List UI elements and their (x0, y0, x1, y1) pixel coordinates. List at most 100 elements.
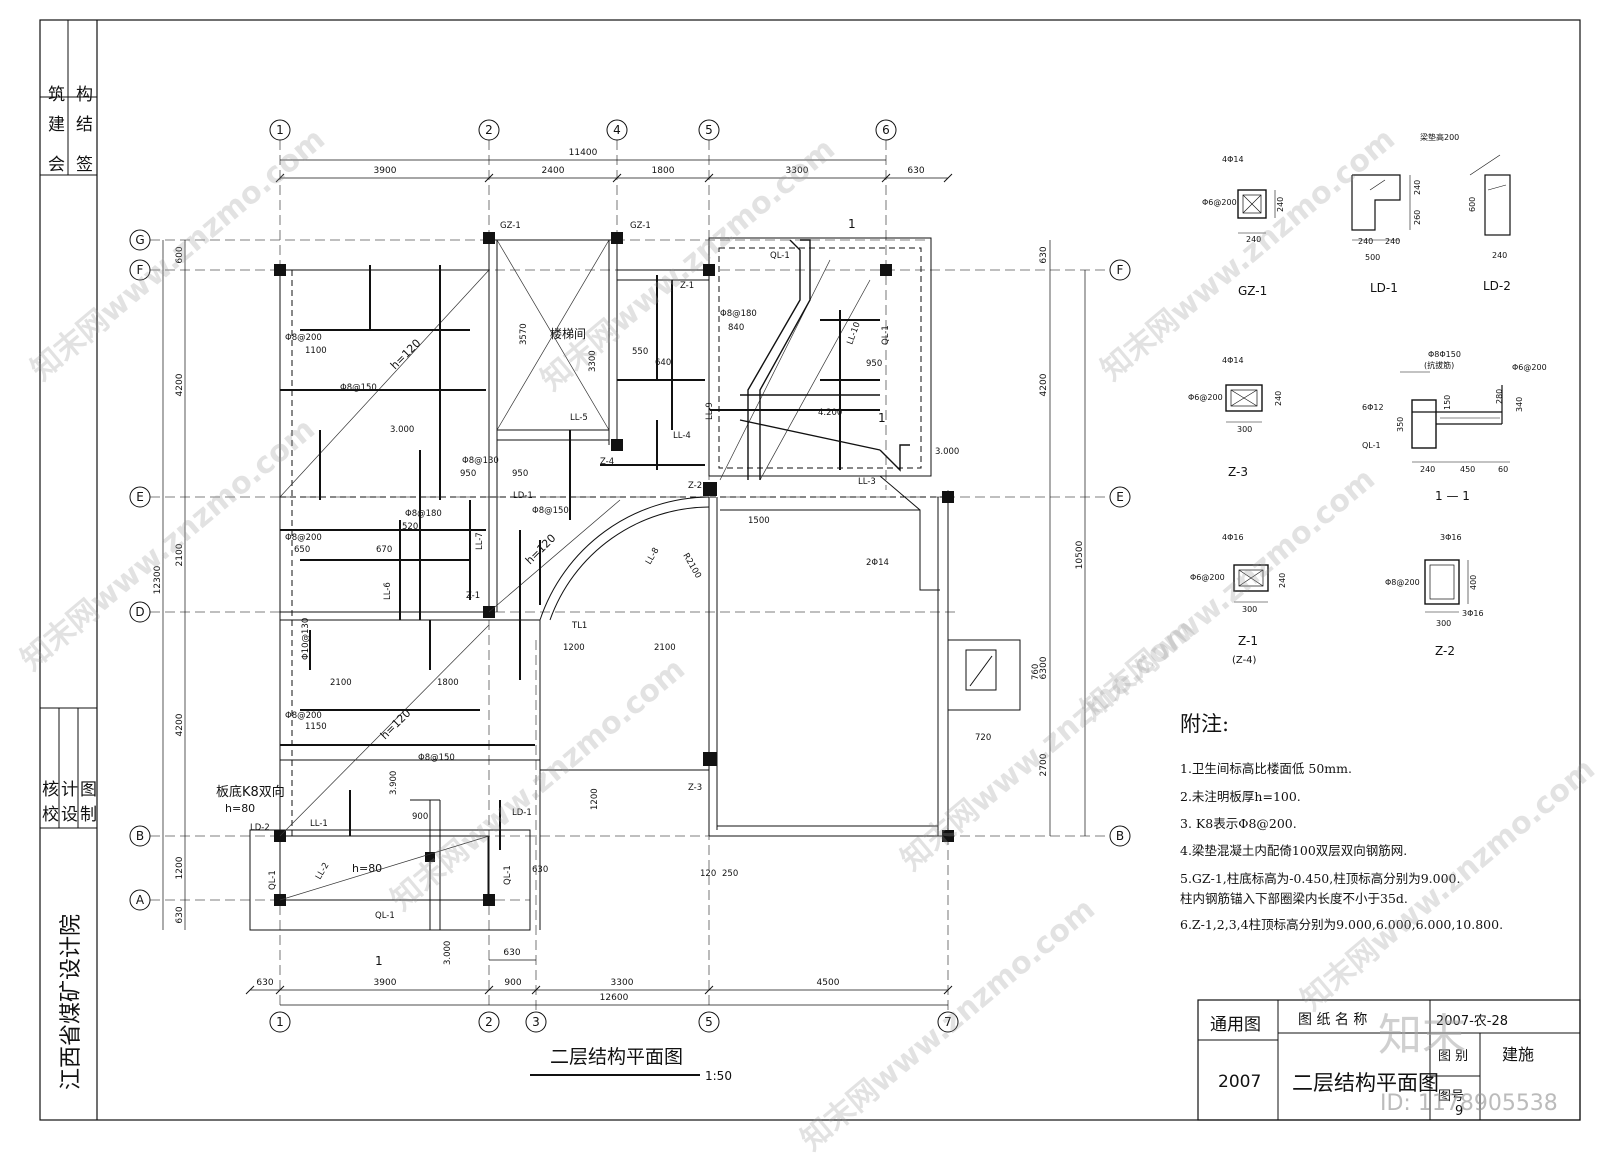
countersign-label: 构 (76, 85, 93, 105)
sheet-frame (39, 19, 1581, 1121)
dim-bottom-span: 4500 (817, 978, 840, 988)
label-ll8: LL-8 (644, 546, 662, 566)
detail-z1 (1233, 564, 1269, 603)
note-item: 2.未注明板厚h=100. (1180, 789, 1301, 804)
check-label: 设 (61, 805, 78, 825)
label-rebar: Φ8@150 (532, 506, 569, 516)
ld1-top: 梁垫高200 (1420, 132, 1459, 142)
label-ll6: LL-6 (383, 582, 393, 600)
institute-name: 江西省煤矿设计院 (59, 914, 84, 1090)
label-dim: 900 (412, 812, 428, 822)
z3-stirrup: Φ6@200 (1188, 393, 1223, 402)
tb-watermark-id: ID: 1178905538 (1380, 1091, 1558, 1116)
label-rebar: Φ8@200 (285, 533, 322, 543)
detail-section-11-text: Φ8Φ150 (抗拔筋) Φ6@200 6Φ12 QL-1 240 450 60… (1362, 350, 1547, 503)
stair-beams (739, 239, 910, 480)
label-rebar: Φ8@180 (405, 509, 442, 519)
dim-right-span: 10500 (1075, 540, 1085, 569)
label-dim: 1500 (748, 516, 770, 526)
label-ql1: QL-1 (503, 865, 513, 885)
detail-z3 (1225, 384, 1263, 423)
sec11-d1: 240 (1420, 465, 1435, 474)
tb-logo: 知末 (1378, 1010, 1466, 1061)
tb-name: 二层结构平面图 (1292, 1071, 1439, 1095)
sec11-d3: 60 (1498, 465, 1508, 474)
sec11-stirrup: Φ6@200 (1512, 363, 1547, 372)
axis-left-label: F (137, 263, 144, 277)
dim-right-span: 2700 (1039, 753, 1049, 776)
z3-bars: 4Φ14 (1222, 356, 1244, 365)
sec11-d4: 350 (1396, 417, 1405, 432)
ld1-d1: 240 (1358, 237, 1373, 246)
note-item: 6.Z-1,2,3,4柱顶标高分别为9.000,6.000,6.000,10.8… (1180, 917, 1504, 932)
tb-sheet-no: 9 (1455, 1104, 1463, 1119)
dim-bottom-span: 900 (504, 978, 521, 988)
z2-bars-top: 3Φ16 (1440, 533, 1462, 542)
label-radius: R2100 (680, 552, 702, 581)
axis-left-label: B (136, 829, 144, 843)
dimension-ticks (245, 173, 953, 995)
label-dim: 720 (975, 733, 991, 743)
z1-sub: (Z-4) (1232, 655, 1257, 666)
label-dim: 2100 (654, 643, 676, 653)
label-h80b: h=80 (352, 862, 382, 875)
dim-top-span: 3900 (374, 166, 397, 176)
ld1-d4: 240 (1413, 180, 1422, 195)
countersign-label: 结 (76, 115, 93, 135)
z2-h: 400 (1469, 575, 1478, 590)
label-dim: 760 (1031, 664, 1041, 680)
label-ll1: LL-1 (310, 819, 328, 829)
label-z3: Z-3 (688, 783, 702, 793)
label-elev: 3.000 (443, 941, 453, 965)
dim-top-span: 2400 (542, 166, 565, 176)
label-elev: 3.000 (390, 425, 414, 435)
dim-bottom-extra: 630 (503, 948, 520, 958)
label-tl1: TL1 (571, 621, 587, 631)
countersign-label: 建 (48, 115, 65, 135)
axis-left-label: E (136, 490, 144, 504)
dim-bottom-span: 630 (256, 978, 273, 988)
label-ql1: QL-1 (881, 325, 891, 345)
note-item: 4.梁垫混凝土内配倚100双层双向钢筋网. (1180, 843, 1408, 858)
drawing-scale: 1:50 (705, 1069, 732, 1083)
axis-right-label: E (1116, 490, 1124, 504)
dim-bottom-span: 3900 (374, 978, 397, 988)
gz1-bars: 4Φ14 (1222, 155, 1244, 164)
label-ld2: LD-2 (250, 823, 270, 833)
z3-h: 240 (1274, 391, 1283, 406)
axis-right-label: B (1116, 829, 1124, 843)
sec11-bars: 6Φ12 (1362, 403, 1384, 412)
axis-top-label: 5 (705, 123, 713, 137)
gz1-w: 240 (1246, 235, 1261, 244)
label-ql1: QL-1 (770, 251, 790, 261)
tb-category-label: 图 别 (1438, 1049, 1468, 1064)
drawing-title: 二层结构平面图 (550, 1046, 683, 1068)
axis-top-label: 1 (276, 123, 284, 137)
check-label: 制 (80, 805, 97, 825)
dim-left-span: 2100 (175, 543, 185, 566)
axis-bottom-label: 1 (276, 1015, 284, 1029)
check-label: 计 (61, 780, 78, 800)
z2-stirrup: Φ8@200 (1385, 578, 1420, 587)
rebar-lines (280, 265, 880, 850)
slab-diagonals (279, 239, 871, 901)
label-dim: 840 (728, 323, 744, 333)
tb-general-label: 通用图 (1210, 1015, 1261, 1035)
sec11-d2: 450 (1460, 465, 1475, 474)
detail-ld1 (1351, 154, 1511, 241)
dim-left-span: 600 (175, 246, 185, 263)
label-bar: 2Φ14 (866, 558, 889, 568)
axis-bottom-label: 7 (944, 1015, 952, 1029)
ld2-d2: 240 (1492, 251, 1507, 260)
countersign-label: 签 (76, 155, 93, 175)
label-rebar: Φ10@130 (301, 618, 311, 660)
detail-gz1 (1237, 189, 1276, 234)
note-item: 1.卫生间标高比楼面低 50mm. (1180, 761, 1352, 776)
z1-w: 300 (1242, 605, 1257, 614)
dim-top-span: 3300 (786, 166, 809, 176)
label-ql1: QL-1 (268, 870, 278, 890)
ld1-title: LD-1 (1370, 281, 1398, 295)
label-stair-dim2: 3300 (588, 350, 598, 372)
dimension-lines (162, 159, 1086, 1006)
